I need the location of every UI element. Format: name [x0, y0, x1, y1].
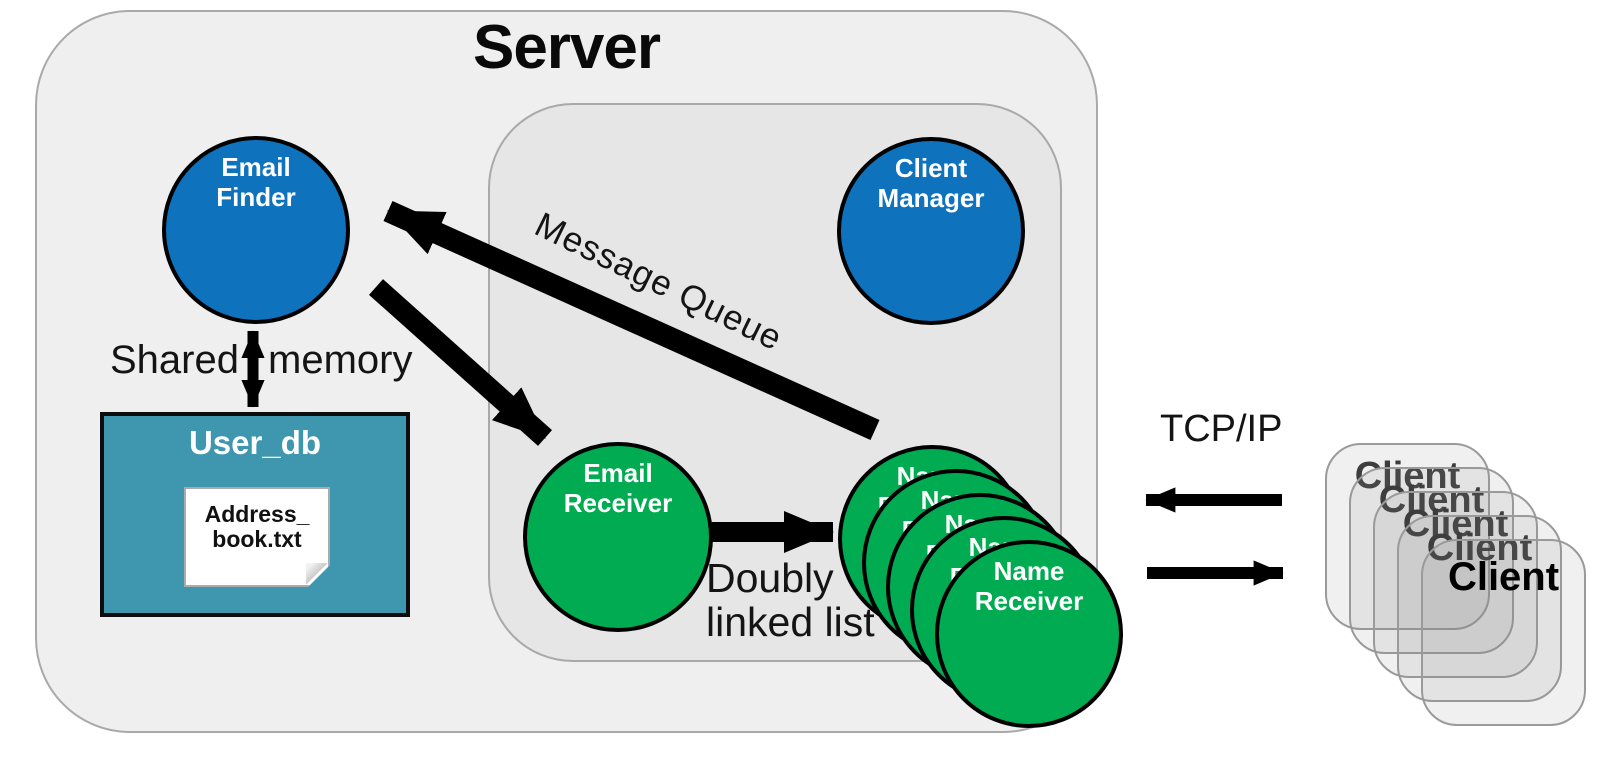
shared-memory-label-left: Shared	[110, 338, 239, 382]
name-receiver-node-5: Name Receiver	[935, 540, 1123, 728]
address-book-line2: book.txt	[212, 526, 302, 552]
email-receiver-node: Email Receiver	[523, 442, 713, 632]
note-fold-corner	[306, 563, 328, 585]
shared-memory-label-right: memory	[268, 338, 413, 382]
email-finder-label-line1: Email	[221, 152, 291, 182]
email-finder-label-line2: Finder	[216, 182, 296, 212]
doubly-line1: Doubly	[706, 555, 834, 601]
doubly-linked-list-label: Doubly linked list	[706, 556, 875, 644]
user-db-title: User_db	[188, 424, 322, 461]
name-receiver-label-line2: Receiver	[974, 586, 1084, 616]
client-box-3: Client	[1373, 491, 1538, 678]
email-finder-node: Email Finder	[162, 136, 350, 324]
server-title: Server	[472, 13, 661, 82]
address-book-note: Address_ book.txt	[184, 487, 330, 587]
email-receiver-label-line1: Email	[583, 458, 653, 488]
client-manager-label-line1: Client	[894, 153, 968, 183]
address-book-line1: Address_	[204, 501, 310, 527]
user-db-box: User_db Address_ book.txt	[100, 412, 410, 617]
name-receiver-label-line1: Name	[993, 556, 1065, 586]
client-box-5: Client	[1421, 539, 1586, 726]
doubly-line2: linked list	[706, 599, 875, 645]
client-manager-node: Client Manager	[837, 137, 1025, 325]
email-receiver-label-line2: Receiver	[563, 488, 673, 518]
tcp-ip-label: TCP/IP	[1160, 408, 1283, 450]
client-label: Client	[1447, 555, 1560, 599]
client-manager-label-line2: Manager	[877, 183, 985, 213]
